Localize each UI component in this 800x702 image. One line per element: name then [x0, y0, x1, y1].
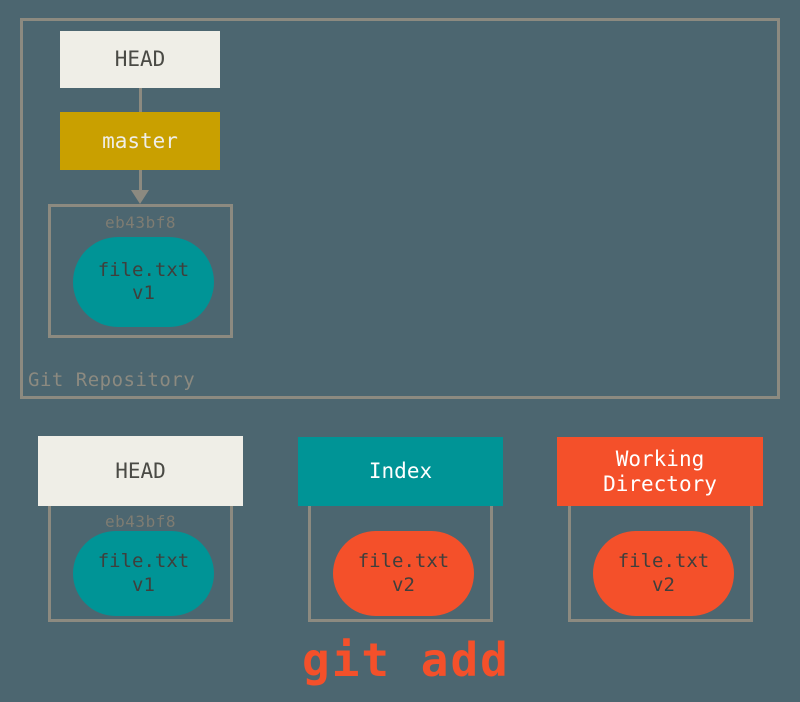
area-index-file-version: v2 [392, 573, 415, 596]
area-working-directory-file-name: file.txt [617, 550, 710, 573]
arrow-head-icon [131, 190, 149, 204]
area-working-directory-file-version: v2 [652, 573, 675, 596]
area-index-body: file.txt v2 [308, 506, 493, 622]
area-working-directory-header-line2: Directory [603, 471, 717, 496]
connector-master-to-commit [139, 170, 142, 192]
area-head-file-version: v1 [132, 573, 155, 596]
git-repository-container [20, 18, 780, 399]
command-caption: git add [302, 633, 510, 687]
area-index-file-name: file.txt [357, 550, 450, 573]
repo-commit-file-version: v1 [132, 282, 155, 304]
repo-commit-file-name: file.txt [97, 258, 190, 281]
area-index-header[interactable]: Index [298, 437, 503, 506]
area-index-header-label: Index [368, 459, 433, 484]
connector-head-to-master [139, 88, 142, 112]
area-head-header[interactable]: HEAD [38, 436, 243, 506]
area-working-directory-blob[interactable]: file.txt v2 [593, 531, 734, 616]
repo-commit-hash: eb43bf8 [105, 213, 176, 232]
area-head-blob[interactable]: file.txt v1 [73, 531, 214, 616]
repo-commit-box: eb43bf8 file.txt v1 [48, 204, 233, 338]
git-repository-label: Git Repository [28, 369, 196, 391]
area-head-file-name: file.txt [97, 550, 190, 573]
repo-branch-label: master [102, 129, 178, 153]
area-working-directory-header[interactable]: Working Directory [557, 437, 763, 506]
area-index-blob[interactable]: file.txt v2 [333, 531, 474, 616]
repo-commit-blob[interactable]: file.txt v1 [73, 237, 214, 327]
repo-head-box[interactable]: HEAD [60, 31, 220, 88]
area-working-directory-header-line1: Working [615, 446, 705, 471]
area-head-header-label: HEAD [115, 458, 166, 483]
repo-head-label: HEAD [114, 47, 166, 72]
area-head-body: eb43bf8 file.txt v1 [48, 506, 233, 622]
repo-branch-box[interactable]: master [60, 112, 220, 170]
area-head-hash: eb43bf8 [105, 512, 176, 531]
area-working-directory-body: file.txt v2 [568, 506, 753, 622]
